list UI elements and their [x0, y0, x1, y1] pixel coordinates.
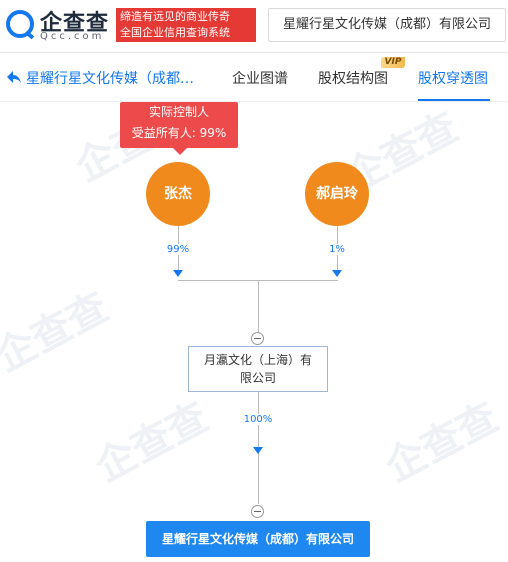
slogan-line: 全国企业信用查询系统	[120, 26, 230, 39]
arrow-down-icon	[253, 447, 263, 454]
logo-domain: Qcc.com	[40, 31, 105, 42]
company-name-line: 月瀛文化（上海）有	[203, 353, 312, 367]
tab-enterprise-graph[interactable]: 企业图谱	[232, 71, 288, 87]
share-percentage: 1%	[317, 244, 357, 255]
search-input[interactable]: 星耀行星文化传媒（成都）有限公司	[268, 8, 506, 42]
watermark: 企查查	[0, 284, 116, 382]
tab-equity-penetration[interactable]: 股权穿透图	[418, 71, 488, 87]
company-name-line: 限公司	[239, 371, 276, 385]
logo-text[interactable]: 企查查	[40, 11, 110, 36]
arrow-down-icon	[332, 270, 342, 277]
target-company-node[interactable]: 星耀行星文化传媒（成都）有限公司	[146, 521, 370, 557]
site-header: 企查查 Qcc.com 缔造有远见的商业传奇 全国企业信用查询系统 星耀行星文化…	[0, 0, 508, 53]
connector-line	[258, 280, 259, 332]
logo-icon[interactable]	[6, 10, 34, 38]
shareholder-node[interactable]: 张杰	[146, 162, 210, 226]
watermark: 企查查	[378, 394, 506, 492]
arrow-down-icon	[173, 270, 183, 277]
share-percentage: 100%	[238, 414, 278, 425]
vip-badge: VIP	[381, 57, 405, 68]
watermark: 企查查	[88, 394, 216, 492]
tab-bar: 星耀行星文化传媒（成都… 企业图谱 股权结构图 VIP 股权穿透图	[0, 53, 508, 102]
intermediate-company-node[interactable]: 月瀛文化（上海）有 限公司	[188, 346, 328, 392]
active-tab-indicator	[418, 99, 490, 101]
slogan-banner: 缔造有远见的商业传奇 全国企业信用查询系统	[116, 8, 256, 42]
collapse-icon[interactable]	[251, 332, 264, 345]
beneficial-owner-text: 受益所有人: 99%	[131, 126, 227, 140]
collapse-icon[interactable]	[251, 505, 264, 518]
actual-controller-badge: 实际控制人 受益所有人: 99%	[120, 102, 238, 155]
company-link[interactable]: 星耀行星文化传媒（成都…	[26, 71, 194, 87]
slogan-line: 缔造有远见的商业传奇	[120, 10, 230, 23]
back-arrow-icon[interactable]	[6, 69, 22, 85]
share-percentage: 99%	[158, 244, 198, 255]
shareholder-node[interactable]: 郝启玲	[305, 162, 369, 226]
controller-title: 实际控制人	[148, 105, 209, 119]
tab-equity-structure[interactable]: 股权结构图	[318, 71, 388, 87]
